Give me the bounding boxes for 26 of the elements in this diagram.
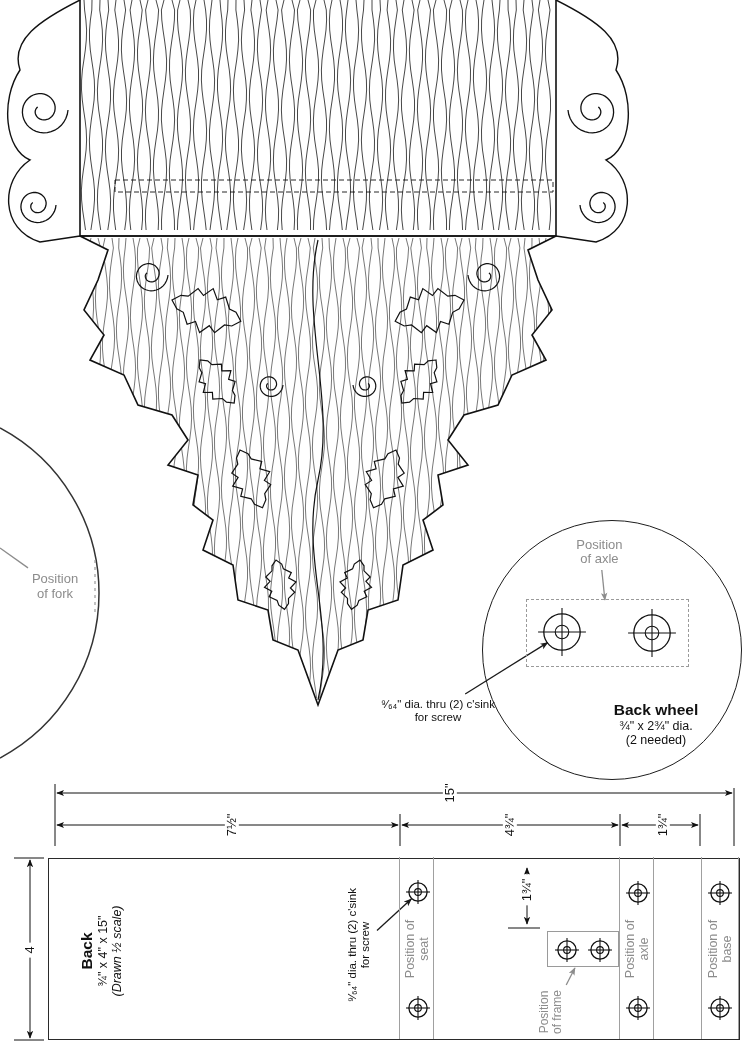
- drill-note: ⁹⁄₆₄" dia. thru (2) c'sink for screw: [342, 883, 377, 1008]
- drill-hole-symbol: [536, 606, 589, 659]
- position-band: [701, 857, 740, 1040]
- leader-arrow: [565, 967, 576, 986]
- part-title: Back wheel: [613, 700, 699, 719]
- position-label: Position of base: [705, 918, 735, 981]
- leader-arrow: [601, 569, 608, 601]
- part-dimensions: ¾" x 4" x 15": [95, 914, 110, 989]
- dashed-outline: [526, 599, 690, 668]
- drill-note: ⁹⁄₆₄" dia. thru (2) c'sink for screw: [376, 694, 500, 728]
- position-label: Position of fork: [28, 558, 82, 616]
- part-outline: [48, 858, 740, 1040]
- drill-hole-symbol: [405, 879, 432, 906]
- position-label: Position of axle: [571, 535, 628, 570]
- leader-arrow: [464, 641, 549, 695]
- part-dimensions: ¾" x 2¾" dia. (2 needed): [618, 718, 694, 748]
- position-label: Position of seat: [402, 918, 432, 981]
- position-label: Position of axle: [622, 918, 652, 981]
- leader-arrow: [376, 898, 412, 932]
- position-band: [619, 857, 655, 1040]
- frame-outline: [547, 931, 620, 968]
- position-band: [399, 857, 435, 1040]
- part-title: Back: [77, 931, 96, 972]
- position-label: Position of frame: [529, 984, 574, 1041]
- leader-line: [0, 547, 29, 569]
- scale-note: (Drawn ½ scale): [109, 904, 125, 999]
